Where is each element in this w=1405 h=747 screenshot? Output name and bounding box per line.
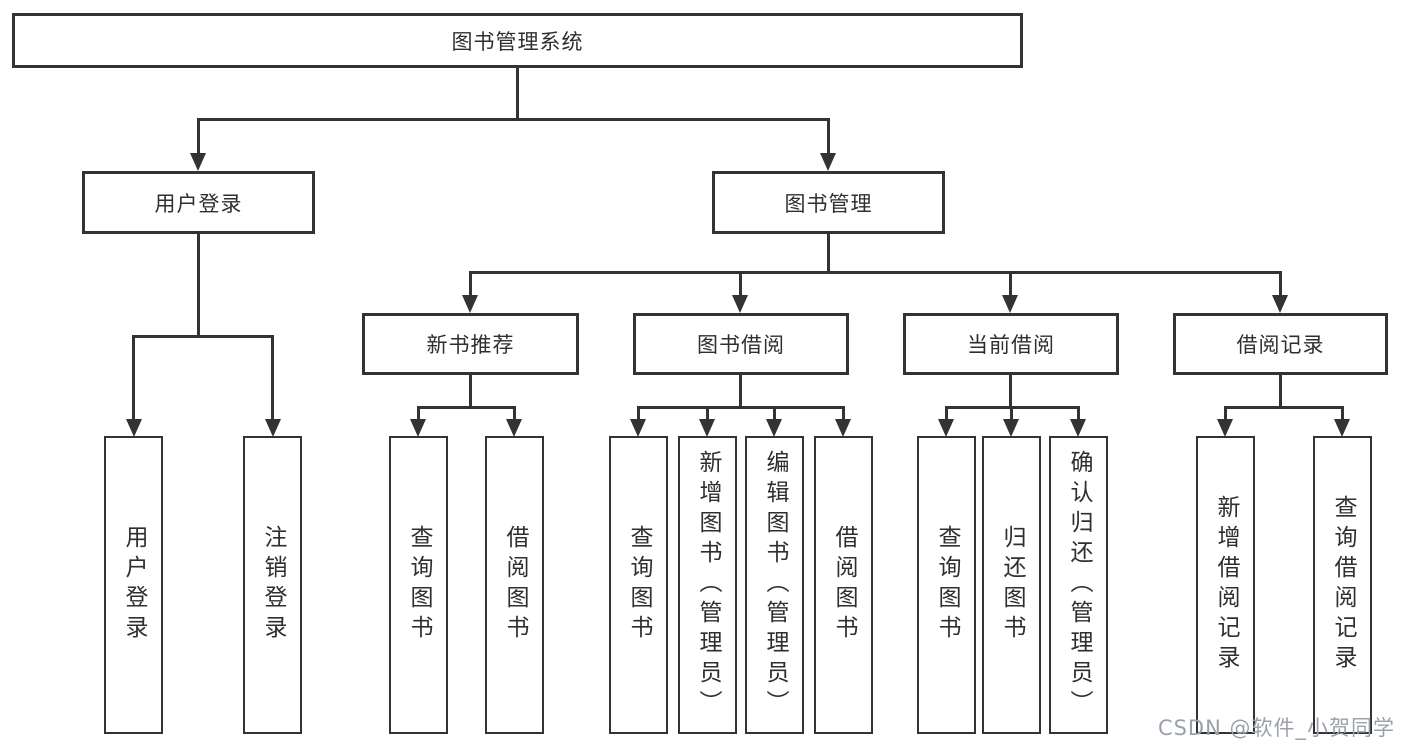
arrowhead-down-icon (462, 295, 478, 313)
leaf-logout: 注销登录 (243, 436, 302, 734)
node-current-borrowing-label: 当前借阅 (967, 333, 1055, 357)
connector-line (197, 118, 830, 121)
connector-line (739, 271, 742, 297)
leaf-borrow-books-recommend-label: 借阅图书 (502, 525, 528, 645)
leaf-add-borrow-record: 新增借阅记录 (1196, 436, 1255, 734)
arrowhead-down-icon (699, 419, 715, 437)
node-new-book-recommend: 新书推荐 (362, 313, 579, 375)
leaf-borrow-book-label: 借阅图书 (831, 525, 857, 645)
connector-line (132, 335, 274, 338)
connector-line (417, 406, 420, 421)
connector-line (197, 118, 200, 155)
connector-line (513, 406, 516, 421)
connector-line (945, 406, 948, 421)
leaf-query-borrow-record-label: 查询借阅记录 (1330, 495, 1356, 675)
leaf-edit-book-admin: 编辑图书（管理员） (745, 436, 804, 734)
leaf-user-login: 用户登录 (104, 436, 163, 734)
arrowhead-down-icon (766, 419, 782, 437)
node-borrow-records-label: 借阅记录 (1236, 333, 1325, 357)
connector-line (417, 406, 516, 409)
leaf-query-books-borrowing: 查询图书 (609, 436, 668, 734)
node-root-label: 图书管理系统 (451, 29, 584, 54)
connector-line (197, 234, 200, 335)
leaf-user-login-label: 用户登录 (121, 525, 147, 645)
connector-line (1279, 375, 1282, 406)
leaf-edit-book-admin-label: 编辑图书（管理员） (762, 450, 788, 720)
arrowhead-down-icon (1334, 419, 1350, 437)
leaf-query-books-borrowing-label: 查询图书 (626, 525, 652, 645)
arrowhead-down-icon (1217, 419, 1233, 437)
connector-line (637, 406, 640, 421)
arrowhead-down-icon (1272, 295, 1288, 313)
arrowhead-down-icon (190, 153, 206, 171)
leaf-confirm-return-admin-label: 确认归还（管理员） (1066, 450, 1092, 720)
arrowhead-down-icon (1070, 419, 1086, 437)
node-borrow-records: 借阅记录 (1173, 313, 1388, 375)
leaf-query-books-current-label: 查询图书 (934, 525, 960, 645)
connector-line (706, 406, 709, 421)
connector-line (842, 406, 845, 421)
arrowhead-down-icon (820, 153, 836, 171)
node-user-login: 用户登录 (82, 171, 315, 234)
connector-line (739, 375, 742, 406)
leaf-return-book: 归还图书 (982, 436, 1041, 734)
connector-line (516, 68, 519, 118)
leaf-query-books-recommend-label: 查询图书 (406, 525, 432, 645)
connector-line (827, 234, 830, 271)
leaf-query-borrow-record: 查询借阅记录 (1313, 436, 1372, 734)
node-book-borrowing-label: 图书借阅 (697, 333, 785, 357)
connector-line (132, 335, 135, 421)
connector-line (1341, 406, 1344, 421)
node-root: 图书管理系统 (12, 13, 1023, 68)
arrowhead-down-icon (835, 419, 851, 437)
leaf-add-borrow-record-label: 新增借阅记录 (1213, 495, 1239, 675)
arrowhead-down-icon (126, 419, 142, 437)
connector-line (469, 271, 1282, 274)
arrowhead-down-icon (938, 419, 954, 437)
node-current-borrowing: 当前借阅 (903, 313, 1119, 375)
leaf-return-book-label: 归还图书 (999, 525, 1025, 645)
connector-line (773, 406, 776, 421)
leaf-add-book-admin: 新增图书（管理员） (678, 436, 737, 734)
connector-line (827, 118, 830, 155)
leaf-query-books-current: 查询图书 (917, 436, 976, 734)
leaf-add-book-admin-label: 新增图书（管理员） (695, 450, 721, 720)
connector-line (1010, 406, 1013, 421)
connector-line (1009, 375, 1012, 406)
connector-line (1077, 406, 1080, 421)
connector-line (1009, 271, 1012, 297)
connector-line (637, 406, 845, 409)
arrowhead-down-icon (1002, 295, 1018, 313)
node-user-login-label: 用户登录 (154, 191, 243, 216)
csdn-watermark: CSDN @软件_小贺同学 (1157, 716, 1395, 740)
leaf-query-books-recommend: 查询图书 (389, 436, 448, 734)
connector-line (1279, 271, 1282, 297)
connector-line (1224, 406, 1227, 421)
node-new-book-recommend-label: 新书推荐 (426, 333, 515, 357)
leaf-confirm-return-admin: 确认归还（管理员） (1049, 436, 1108, 734)
arrowhead-down-icon (630, 419, 646, 437)
arrowhead-down-icon (410, 419, 426, 437)
arrowhead-down-icon (506, 419, 522, 437)
arrowhead-down-icon (732, 295, 748, 313)
node-book-management: 图书管理 (712, 171, 945, 234)
node-book-management-label: 图书管理 (784, 191, 873, 216)
connector-line (469, 375, 472, 406)
connector-line (1224, 406, 1344, 409)
leaf-borrow-book: 借阅图书 (814, 436, 873, 734)
connector-line (271, 335, 274, 421)
arrowhead-down-icon (1003, 419, 1019, 437)
leaf-borrow-books-recommend: 借阅图书 (485, 436, 544, 734)
arrowhead-down-icon (265, 419, 281, 437)
leaf-logout-label: 注销登录 (260, 525, 286, 645)
connector-line (469, 271, 472, 297)
node-book-borrowing: 图书借阅 (633, 313, 849, 375)
